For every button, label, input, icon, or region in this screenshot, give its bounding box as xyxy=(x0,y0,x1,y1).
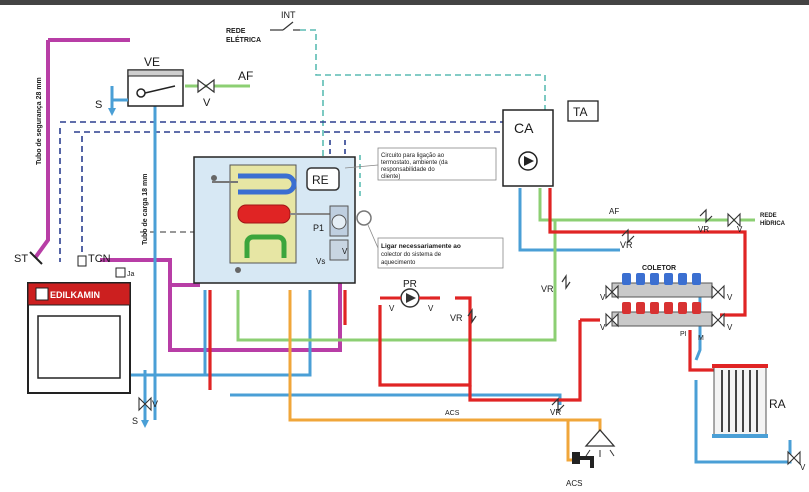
label-ra: RA xyxy=(769,397,786,411)
label-tubo-seguranca: Tubo de segurança 28 mm xyxy=(36,77,43,165)
re-box xyxy=(306,167,372,226)
label-ve: VE xyxy=(144,55,160,69)
note-ligar-1: Ligar necessariamente ao xyxy=(381,243,461,250)
label-vr-coletor: VR xyxy=(541,284,554,294)
label-int: INT xyxy=(281,10,296,20)
label-rede-hidrica-1: REDE xyxy=(760,213,777,219)
label-acs-mid: ACS xyxy=(445,410,460,417)
boiler xyxy=(27,267,131,394)
label-coletor: COLETOR xyxy=(642,265,676,272)
label-v-pr-r: V xyxy=(428,304,434,313)
note-ca-2: termostato, ambiente (da xyxy=(381,160,448,166)
label-brand: EDILKAMIN xyxy=(50,290,100,300)
label-vr-mid: VR xyxy=(450,313,463,323)
label-v-p1: V xyxy=(342,247,348,256)
label-v-col2: V xyxy=(600,323,606,332)
label-s-top: S xyxy=(95,99,102,111)
note-ca-3: responsabilidade do xyxy=(381,167,435,173)
top-border xyxy=(0,0,809,5)
tcn-fitting xyxy=(77,255,87,267)
label-af-right: AF xyxy=(609,207,619,216)
label-v-top: V xyxy=(203,97,211,109)
expansion-vessel xyxy=(108,69,184,116)
label-af-top: AF xyxy=(238,69,253,83)
label-v-left: V xyxy=(152,399,158,409)
label-vr-bottom: VR xyxy=(550,408,561,417)
valve-bottom-left xyxy=(138,396,152,428)
label-p1: P1 xyxy=(313,223,324,233)
label-tcn: TCN xyxy=(88,253,111,265)
note-ligar-3: aquecimento xyxy=(381,260,416,266)
label-pr: PR xyxy=(403,279,417,290)
radiator xyxy=(712,364,768,438)
hot-pipes xyxy=(208,188,762,402)
label-acs-bottom: ACS xyxy=(566,479,582,488)
note-boxes xyxy=(344,147,504,269)
label-st: ST xyxy=(14,253,28,265)
label-v-ra: V xyxy=(800,463,806,472)
note-ca-1: Circuito para ligação ao xyxy=(381,153,445,159)
label-v-col4: V xyxy=(727,323,733,332)
label-m: M xyxy=(698,335,704,342)
label-v-af: V xyxy=(737,225,743,234)
label-re: RE xyxy=(312,173,329,187)
label-v-pr-l: V xyxy=(389,304,395,313)
note-ligar-2: colector do sistema de xyxy=(381,252,442,258)
coletor xyxy=(611,273,713,327)
check-valves xyxy=(467,208,713,413)
label-v-col1: V xyxy=(600,293,606,302)
label-rede-hidrica-2: HÍDRICA xyxy=(760,219,786,227)
ball-valves xyxy=(605,212,741,328)
st-valve xyxy=(29,251,43,265)
note-ca-4: cliente) xyxy=(381,174,400,180)
text-labels: VE AF V S INT REDE ELÉTRICA CA TA RE Cir… xyxy=(14,10,806,488)
int-switch xyxy=(270,21,300,31)
label-vs: Vs xyxy=(316,257,325,266)
label-vr-right: VR xyxy=(620,240,633,250)
faucet xyxy=(572,452,594,468)
label-rede-eletrica-2: ELÉTRICA xyxy=(226,35,261,44)
label-v-col3: V xyxy=(727,293,733,302)
cold-water-pipes xyxy=(185,84,755,342)
ta-box xyxy=(567,100,599,122)
label-ta: TA xyxy=(573,105,587,119)
label-rede-eletrica-1: REDE xyxy=(226,28,246,35)
pr-pump xyxy=(380,288,440,308)
electric-lines xyxy=(59,29,546,262)
label-vr-af: VR xyxy=(698,225,709,234)
label-s-left: S xyxy=(132,416,138,426)
label-ca: CA xyxy=(514,120,534,136)
label-tubo-carga: Tubo de carga 18 mm xyxy=(142,174,149,245)
safety-pipe xyxy=(33,38,342,352)
shower xyxy=(584,429,616,457)
ca-box xyxy=(502,109,554,187)
valve-ra xyxy=(787,450,801,466)
label-pi: PI xyxy=(680,331,687,338)
valve-af-top xyxy=(197,78,215,94)
label-ja: Ja xyxy=(127,271,135,278)
